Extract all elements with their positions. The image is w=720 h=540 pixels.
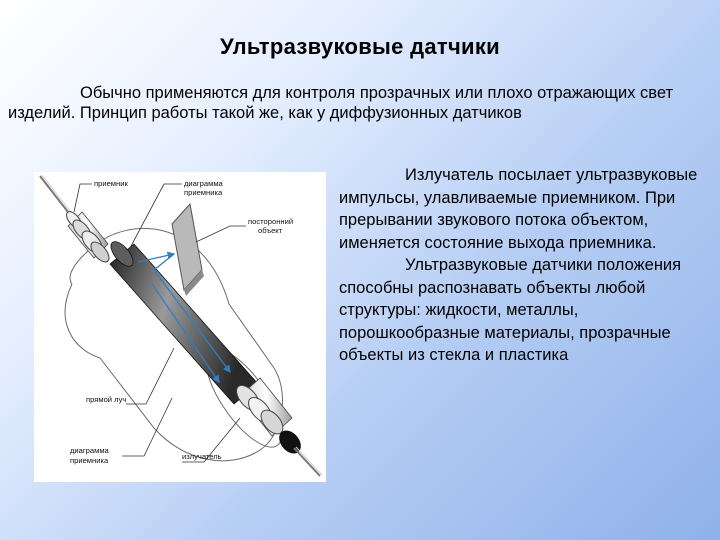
intro-text: Обычно применяются для контроля прозрачн… — [8, 84, 674, 122]
slide-title: Ультразвуковые датчики — [220, 34, 500, 59]
label-receiver: приемник — [94, 179, 128, 188]
foreign-object — [171, 202, 204, 296]
label-foreign-object-2: объект — [258, 226, 283, 235]
label-receiver-diagram-top-2: приемника — [184, 188, 223, 197]
label-foreign-object-1: посторонний — [248, 217, 293, 226]
description-paragraph-2: Ультразвуковые датчики положения способн… — [339, 256, 682, 364]
label-emitter: излучатель — [182, 452, 222, 461]
emitter-transducer — [236, 377, 323, 477]
receiver-transducer — [39, 174, 110, 263]
description-paragraph-1: Излучатель посылает ультразвуковые импул… — [339, 166, 698, 252]
sensor-diagram: приемник диаграмма приемника посторонний… — [34, 172, 326, 482]
label-receiver-diagram-bottom-2: приемника — [70, 456, 109, 465]
beam-lines — [137, 251, 231, 384]
label-receiver-diagram-bottom-1: диаграмма — [70, 446, 110, 455]
label-receiver-diagram-top-1: диаграмма — [184, 179, 224, 188]
label-direct-beam: прямой луч — [86, 395, 126, 404]
description: Излучатель посылает ультразвуковые импул… — [339, 164, 717, 367]
leader-lines — [73, 183, 246, 463]
